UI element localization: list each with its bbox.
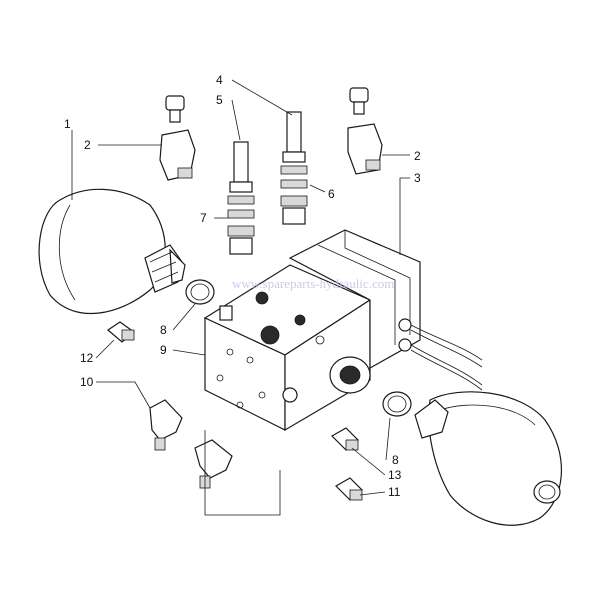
callout-11: 11 <box>388 485 401 499</box>
callout-12: 12 <box>80 351 94 365</box>
callout-10: 10 <box>80 375 94 389</box>
callout-8-left: 8 <box>160 323 167 337</box>
callout-7: 7 <box>200 211 207 225</box>
valve-knob-right <box>347 87 383 175</box>
callout-2-left: 2 <box>84 138 91 152</box>
callout-5: 5 <box>216 93 223 107</box>
callout-4: 4 <box>216 73 223 87</box>
fitting-11 <box>335 477 363 501</box>
callout-3: 3 <box>414 171 421 185</box>
o-ring-left <box>185 279 215 305</box>
fitting-12 <box>107 321 135 343</box>
o-ring-right <box>382 391 412 417</box>
leader-lines <box>71 79 410 516</box>
watermark: www.spareparts-hydraulic.com <box>232 276 394 291</box>
callout-9: 9 <box>160 343 167 357</box>
cartridge-valve-5 <box>227 141 255 255</box>
cartridge-valve-4 <box>280 111 308 225</box>
callout-13: 13 <box>388 468 402 482</box>
callout-2-right: 2 <box>414 149 421 163</box>
manifold-block <box>203 264 372 432</box>
valve-housing <box>288 229 483 391</box>
accumulator-left <box>38 188 186 315</box>
callout-1: 1 <box>64 117 71 131</box>
callout-6: 6 <box>328 187 335 201</box>
valve-knob-left <box>159 95 196 181</box>
callout-8-right: 8 <box>392 453 399 467</box>
accumulator-right <box>414 391 563 526</box>
fitting-13 <box>331 427 359 451</box>
elbow-fitting-10b <box>194 439 233 489</box>
elbow-fitting-10a <box>149 399 183 451</box>
